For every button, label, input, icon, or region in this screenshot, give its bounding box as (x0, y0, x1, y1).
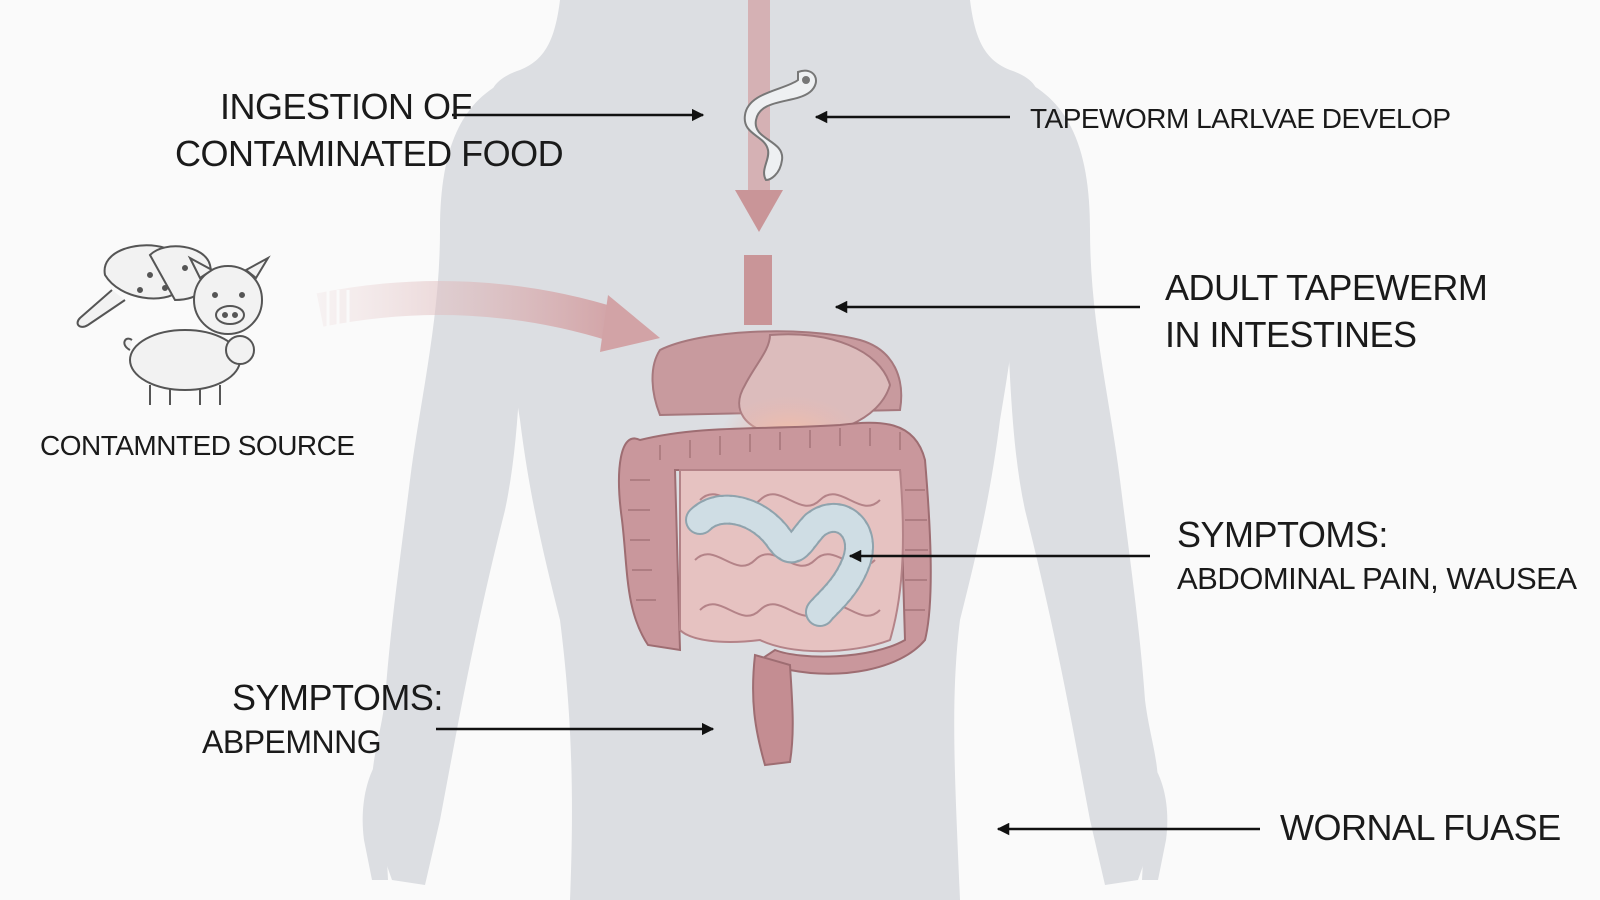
symptoms-right-label: SYMPTOMS: ABDOMINAL PAIN, WAUSEA (1177, 512, 1577, 599)
adult-tapeworm-label-line1: ADULT TAPEWERM (1165, 267, 1488, 308)
larvae-label: TAPEWORM LARLVAE DEVELOP (1030, 103, 1451, 134)
contaminated-source-label: CONTAMNTED SOURCE (40, 430, 355, 461)
ingestion-label-line1: INGESTION OF (220, 86, 473, 127)
source-flow-arrow (316, 281, 660, 352)
symptoms-right-label-line1: SYMPTOMS: (1177, 514, 1388, 555)
pointer-arrows (436, 108, 1260, 836)
ingestion-label: INGESTION OF CONTAMINATED FOOD (175, 84, 564, 178)
symptoms-left-label-line1: SYMPTOMS: (232, 677, 443, 718)
adult-tapeworm-label-line2: IN INTESTINES (1165, 313, 1417, 355)
pig-body-icon (123, 329, 255, 405)
worm-larva-icon (743, 69, 817, 182)
ingestion-label-line2: CONTAMINATED FOOD (175, 132, 564, 174)
symptoms-left-label-line2: ABPEMNNG (202, 723, 382, 760)
pig-icon (187, 255, 271, 335)
symptoms-left-label: SYMPTOMS: ABPEMNNG (202, 675, 443, 763)
wornal-label: WORNAL FUASE (1280, 807, 1561, 848)
adult-tapeworm-label: ADULT TAPEWERM IN INTESTINES (1165, 265, 1488, 359)
tapeworm-icon (685, 494, 874, 627)
symptoms-right-label-line2: ABDOMINAL PAIN, WAUSEA (1177, 560, 1577, 596)
contaminated-source-icons (76, 244, 271, 405)
